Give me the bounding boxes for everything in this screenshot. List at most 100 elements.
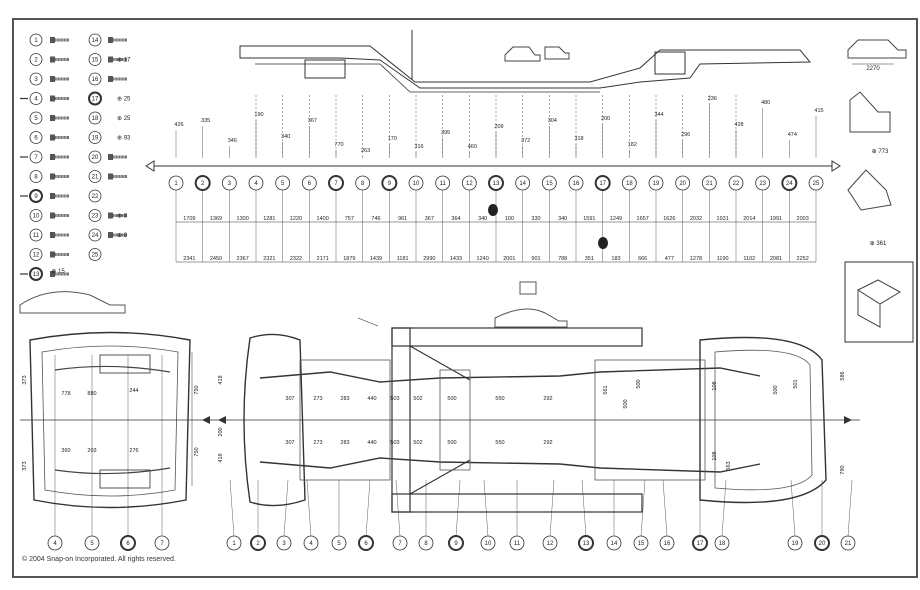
side-point-14-label: 14 xyxy=(519,181,526,187)
right-detail-1 xyxy=(849,91,891,133)
main-point-line-16 xyxy=(662,479,668,537)
diagram-frame xyxy=(12,18,918,578)
main-dim-left-0: 418 xyxy=(218,375,224,384)
legend-item-1: 1 xyxy=(29,33,43,47)
side-point-15-label: 15 xyxy=(546,181,553,187)
front-point-6: 6 xyxy=(120,535,136,551)
side-point-22: 22 xyxy=(728,175,744,191)
main-point-line-21 xyxy=(847,479,853,537)
side-row1-value-12: 100 xyxy=(505,216,514,222)
side-point-23: 23 xyxy=(755,175,771,191)
side-top-label-17: 182 xyxy=(628,142,637,148)
main-point-15: 15 xyxy=(633,535,649,551)
main-point-line-12 xyxy=(549,479,555,537)
legend-bolt-10 xyxy=(50,212,69,219)
side-point-6: 6 xyxy=(301,175,317,191)
legend-item-24: 24 xyxy=(88,228,102,242)
front-dim-4: 360 xyxy=(61,448,70,454)
main-front-bumper xyxy=(243,333,306,507)
main-point-17-label: 17 xyxy=(697,541,704,547)
side-row1-value-5: 1400 xyxy=(317,216,329,222)
legend-bolt-1 xyxy=(50,37,69,43)
legend-item-20: 20 xyxy=(88,150,102,164)
side-row1-value-21: 2014 xyxy=(743,216,755,222)
legend-item-5: 5 xyxy=(29,111,43,125)
car-icon-top xyxy=(504,46,541,62)
main-dim-right-5: 563 xyxy=(726,461,732,470)
legend-bolt-5 xyxy=(50,115,69,121)
side-point-8-label: 8 xyxy=(361,181,365,187)
main-dim-mid-bot-6: 500 xyxy=(447,440,456,446)
legend-bolt-9 xyxy=(50,193,69,199)
front-dim-0: 373 xyxy=(22,375,28,384)
main-point-14-label: 14 xyxy=(611,541,618,547)
side-point-1: 1 xyxy=(168,175,184,191)
main-point-3-label: 3 xyxy=(282,541,286,547)
main-dim-left-1: 200 xyxy=(218,427,224,436)
side-top-label-21: 428 xyxy=(734,122,743,128)
main-dim-mid-bot-0: 307 xyxy=(285,440,294,446)
legend-bolt-4 xyxy=(50,95,69,102)
main-point-line-19 xyxy=(790,479,796,537)
side-point-5-label: 5 xyxy=(281,181,285,187)
legend-extra-5: ⊕ 8 xyxy=(117,233,128,239)
main-point-21: 21 xyxy=(840,535,856,551)
legend-item-24-label: 24 xyxy=(92,233,99,239)
main-point-2: 2 xyxy=(250,535,266,551)
side-point-5: 5 xyxy=(275,175,291,191)
front-point-4: 4 xyxy=(47,535,63,551)
main-point-line-15 xyxy=(640,479,646,537)
side-point-3: 3 xyxy=(221,175,237,191)
main-dim-mid-bot-7: 550 xyxy=(495,440,504,446)
side-top-label-3: 190 xyxy=(254,112,263,118)
legend-item-11-label: 11 xyxy=(33,233,40,239)
legend-extra-3: ⊕ 93 xyxy=(117,136,131,142)
main-point-2-label: 2 xyxy=(256,541,260,547)
main-diagonals xyxy=(409,345,471,495)
legend-item-2: 2 xyxy=(29,53,43,66)
main-dim-mid-bot-4: 503 xyxy=(390,440,399,446)
main-point-8-label: 8 xyxy=(424,541,428,547)
main-dim-right-6: 500 xyxy=(773,385,779,394)
main-point-15-label: 15 xyxy=(638,541,645,547)
main-pointer xyxy=(357,317,379,327)
legend-item-6: 6 xyxy=(29,131,43,144)
legend-item-2-label: 2 xyxy=(34,58,38,64)
side-top-label-10: 395 xyxy=(441,130,450,136)
legend-item-13-label: 13 xyxy=(33,272,40,278)
legend-item-4-label: 4 xyxy=(34,97,38,103)
legend-item-7-label: 7 xyxy=(34,155,38,161)
main-point-line-1 xyxy=(229,479,235,537)
front-dim-0b: 373 xyxy=(22,461,28,470)
side-row2-value-20: 1190 xyxy=(717,256,729,262)
side-rear-spring xyxy=(654,51,686,75)
side-row1-value-6: 757 xyxy=(345,216,354,222)
side-row2-value-6: 1879 xyxy=(343,256,355,262)
side-point-7-label: 7 xyxy=(334,181,338,187)
side-row2-value-12: 2001 xyxy=(503,256,515,262)
side-top-label-11: 460 xyxy=(468,144,477,150)
side-row2-value-21: 1102 xyxy=(743,256,755,262)
front-dim-1: 778 xyxy=(61,391,70,397)
side-point-9-label: 9 xyxy=(388,181,392,187)
side-top-label-0: 426 xyxy=(174,122,183,128)
main-dim-mid-top-0: 307 xyxy=(285,396,294,402)
legend-bolt-2 xyxy=(50,56,69,63)
side-point-11: 11 xyxy=(435,175,451,191)
main-point-line-10 xyxy=(483,479,489,537)
front-dim-7b: 750 xyxy=(194,447,200,456)
legend-extra-0: ⊕ 17 xyxy=(117,58,131,64)
side-top-label-4: 340 xyxy=(281,134,290,140)
side-point-8: 8 xyxy=(355,175,371,191)
side-point-9: 9 xyxy=(381,175,398,191)
side-row2-value-5: 2171 xyxy=(317,256,329,262)
side-top-label-24: 415 xyxy=(814,108,823,114)
side-point-1-label: 1 xyxy=(174,181,178,187)
side-point-22-label: 22 xyxy=(733,181,740,187)
main-point-11: 11 xyxy=(509,535,525,551)
side-frame-profile xyxy=(239,45,812,89)
main-rear-body xyxy=(699,336,827,504)
side-row1-value-3: 1281 xyxy=(263,216,275,222)
main-dim-mid-bot-3: 440 xyxy=(367,440,376,446)
legend-item-1-label: 1 xyxy=(34,38,38,44)
